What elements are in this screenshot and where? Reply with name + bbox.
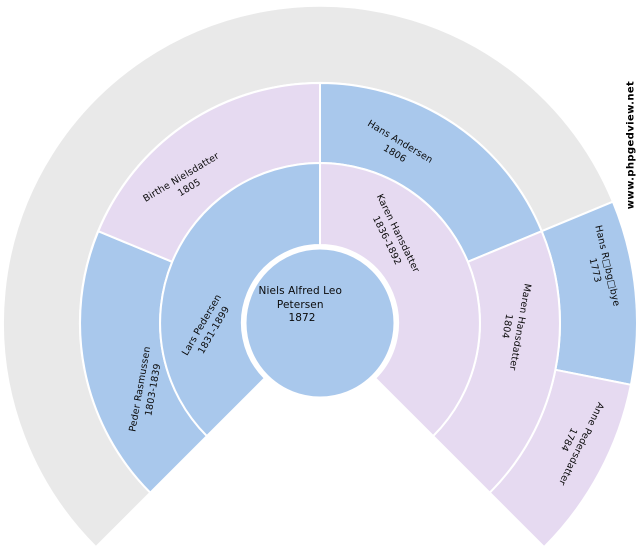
- center-person-circle[interactable]: [243, 246, 397, 400]
- center-person-dates: 1872: [288, 312, 315, 324]
- maternal-great-grandfather-dates: 1773: [587, 257, 603, 284]
- watermark-text: www.phpgedview.net: [625, 80, 637, 210]
- label-center-person: Niels Alfred Leo Petersen 1872: [259, 285, 346, 324]
- center-person-name-line1: Niels Alfred Leo: [259, 285, 342, 297]
- center-person-name-line2: Petersen: [277, 299, 324, 311]
- maternal-grandmother-dates: 1804: [499, 313, 514, 339]
- sector-mother[interactable]: [319, 162, 481, 438]
- sector-father[interactable]: [159, 162, 321, 438]
